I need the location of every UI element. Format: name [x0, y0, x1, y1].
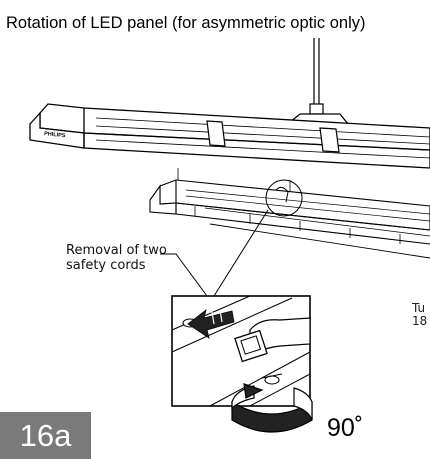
page-title: Rotation of LED panel (for asymmetric op…	[6, 14, 366, 32]
cutoff-label: Tu 18	[412, 302, 427, 328]
step-badge: 16a	[0, 412, 91, 459]
housing-clip-1	[206, 120, 226, 147]
detail-leader	[213, 209, 269, 297]
cutoff-line-1: Tu	[412, 301, 426, 315]
led-gear-tray	[149, 179, 430, 259]
cutoff-line-2: 18	[412, 314, 428, 328]
rotation-angle-label: 90˚	[327, 414, 364, 442]
rotation-arrow-icon	[231, 383, 313, 433]
callout-label: Removal of two safety cords	[66, 243, 167, 273]
callout-line-2: safety cords	[66, 258, 146, 273]
detail-inset	[171, 295, 311, 407]
detail-circle	[265, 179, 303, 217]
housing-brand-text: PHILIPS	[44, 131, 66, 139]
trunking-housing	[29, 103, 430, 169]
cable-grip	[309, 103, 324, 115]
callout-line-1: Removal of two	[66, 243, 167, 258]
callout-pointer	[160, 253, 211, 301]
pull-arrow-icon	[187, 308, 235, 339]
housing-clip-2	[319, 127, 340, 153]
